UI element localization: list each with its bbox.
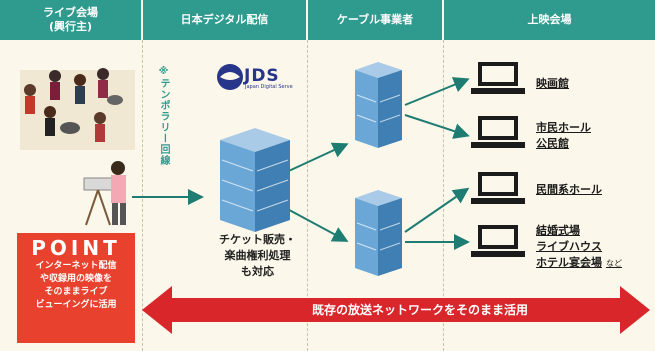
header-live-venue-line1: ライブ会場 <box>43 6 98 19</box>
venue-label-text: ホテル宴会場 <box>536 256 602 269</box>
point-line: や収録用の映像を <box>39 274 112 284</box>
header-jds: 日本デジタル配信 <box>143 0 306 40</box>
header-jds-label: 日本デジタル配信 <box>180 13 269 26</box>
arrow <box>404 77 470 106</box>
band-illustration <box>20 68 135 150</box>
header-cable-label: ケーブル事業者 <box>336 13 414 26</box>
point-box: POINT インターネット配信 や収録用の映像を そのままライブ ビューイングに… <box>17 233 135 343</box>
header-live-venue-line2: (興行主) <box>48 20 93 33</box>
monitor-icon <box>471 62 525 94</box>
arrow <box>404 114 470 139</box>
jds-logo: JDS <box>244 66 280 86</box>
banner-text: 既存の放送ネットワークをそのまま活用 <box>311 303 528 317</box>
jds-logo-icon <box>217 64 243 90</box>
arrow <box>404 187 470 233</box>
divider <box>443 40 444 351</box>
venue-label: 結婚式場 <box>536 224 580 237</box>
camera-operator <box>83 161 126 226</box>
venue-label: 公民館 <box>536 137 569 150</box>
arrow <box>279 204 349 242</box>
caption-line: チケット販売・ <box>219 233 296 246</box>
venue-label: 映画館 <box>536 77 569 90</box>
header-screening: 上映会場 <box>444 0 655 40</box>
header-screening-label: 上映会場 <box>527 13 572 26</box>
jds-building <box>220 128 290 232</box>
cable-building <box>355 190 402 276</box>
arrow <box>279 142 349 176</box>
cable-building <box>355 62 402 148</box>
venue-label: ホテル宴会場など <box>536 254 622 270</box>
monitor-icon <box>471 225 525 257</box>
point-line: ビューイングに活用 <box>35 300 117 310</box>
venue-label-suffix: など <box>606 259 622 268</box>
jds-caption: チケット販売・ 楽曲権利処理 も対応 <box>205 232 310 280</box>
point-title: POINT <box>31 236 121 260</box>
venue-label: ライブハウス <box>536 240 602 253</box>
jds-logo-subtitle: Japan Digital Serve <box>245 84 293 90</box>
divider <box>142 40 143 351</box>
point-line: インターネット配信 <box>35 261 117 271</box>
divider <box>307 40 308 351</box>
temporary-line-note: ※テンポラリー回線 <box>158 66 169 166</box>
venue-label: 市民ホール <box>536 121 591 134</box>
caption-line: 楽曲権利処理 <box>224 249 291 262</box>
monitor-icon <box>471 116 525 148</box>
monitor-icon <box>471 172 525 204</box>
venue-label: 民間系ホール <box>536 183 602 196</box>
header-live-venue: ライブ会場 (興行主) <box>0 0 141 40</box>
header-cable: ケーブル事業者 <box>308 0 442 40</box>
caption-line: も対応 <box>241 265 274 278</box>
point-line: そのままライブ <box>44 287 108 297</box>
broadcast-network-banner <box>142 286 650 334</box>
